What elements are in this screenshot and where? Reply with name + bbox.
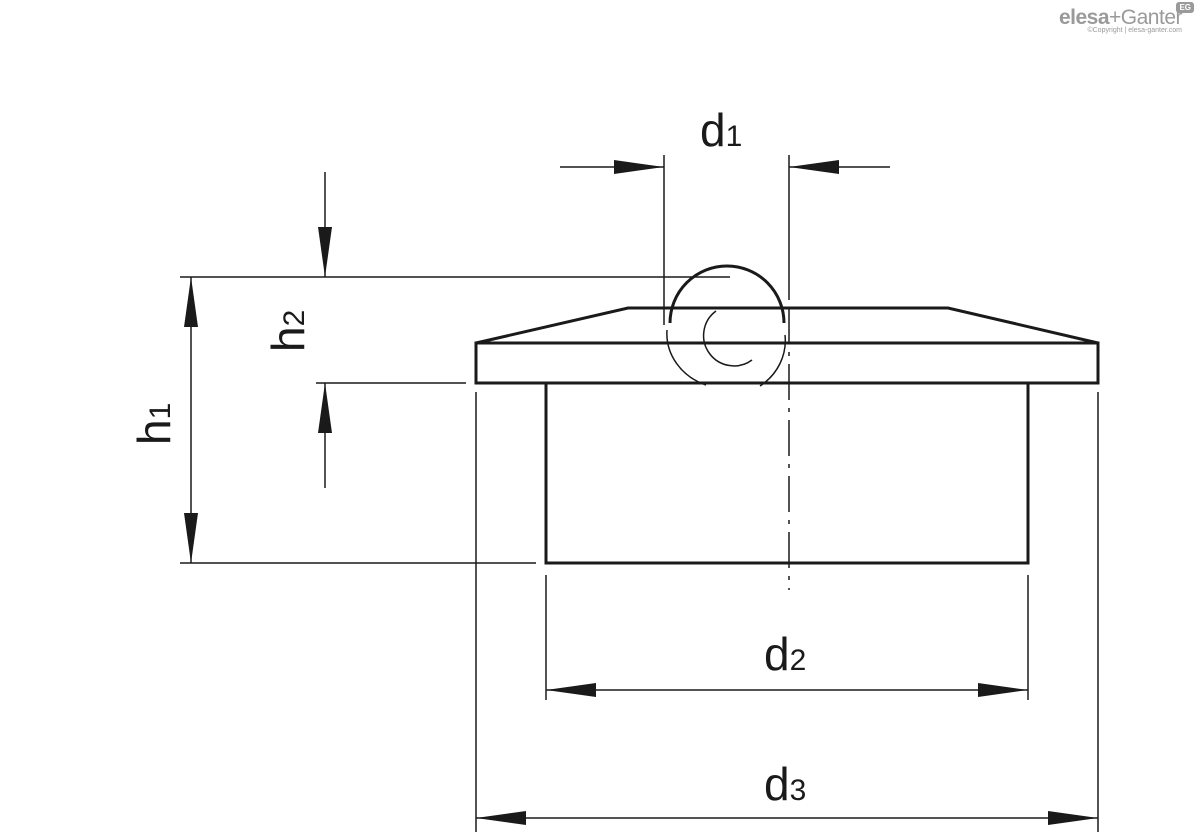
copyright-text: ©Copyright | elesa-ganter.com [1087, 27, 1182, 34]
label-d3: d3 [764, 758, 806, 810]
label-d2: d2 [764, 628, 806, 680]
label-d1: d1 [700, 104, 742, 156]
handle-inner-arc-left [666, 329, 707, 386]
handle-inner-arc-right [759, 334, 787, 387]
brand-secondary: Ganter [1120, 6, 1183, 29]
cone-top-outline [475, 306, 1099, 345]
body-outline [544, 383, 1030, 565]
brand-badge-icon: EG [1176, 2, 1194, 13]
handle-outer-arc [668, 264, 786, 324]
label-h1: h1 [128, 403, 180, 445]
flange-outline [474, 341, 1100, 385]
brand-logo: elesa+Ganter ©Copyright | elesa-ganter.c… [1058, 2, 1194, 34]
label-h2: h2 [262, 310, 314, 352]
brand-wordmark: elesa+Ganter [1058, 6, 1183, 30]
brand-primary: elesa [1058, 6, 1110, 29]
handle-small-arc [702, 310, 753, 367]
brand-separator: + [1109, 6, 1121, 29]
